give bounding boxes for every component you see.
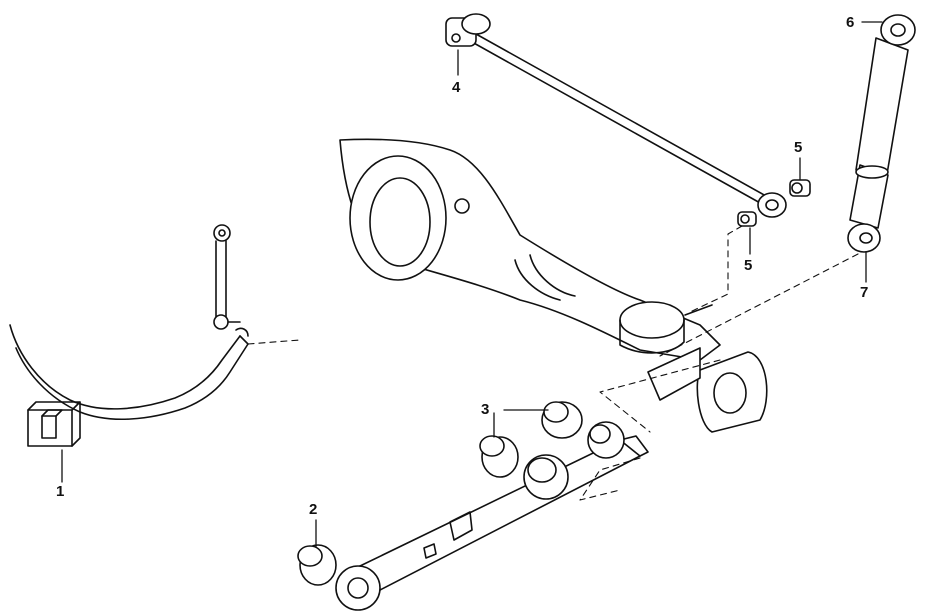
callout-4: 4 bbox=[452, 79, 461, 96]
trailing-arm-bushings bbox=[297, 401, 625, 611]
axle-housing bbox=[339, 138, 721, 361]
shock-absorber bbox=[847, 14, 916, 253]
callout-5-top: 5 bbox=[794, 139, 803, 156]
stabilizer-link bbox=[213, 224, 241, 330]
axle-flange bbox=[647, 347, 768, 433]
lateral-rod bbox=[445, 13, 787, 218]
callout-leaders bbox=[61, 21, 883, 548]
callout-3: 3 bbox=[481, 401, 490, 418]
callout-5-bottom: 5 bbox=[744, 257, 753, 274]
callout-6: 6 bbox=[846, 14, 855, 31]
callout-2: 2 bbox=[309, 501, 318, 518]
callout-1: 1 bbox=[56, 483, 65, 500]
assembly-dashed-lines bbox=[247, 225, 859, 501]
callout-7: 7 bbox=[860, 284, 869, 301]
lateral-rod-bushings bbox=[737, 179, 811, 227]
stabilizer-bar bbox=[9, 324, 249, 420]
stabilizer-bushing bbox=[27, 401, 81, 447]
